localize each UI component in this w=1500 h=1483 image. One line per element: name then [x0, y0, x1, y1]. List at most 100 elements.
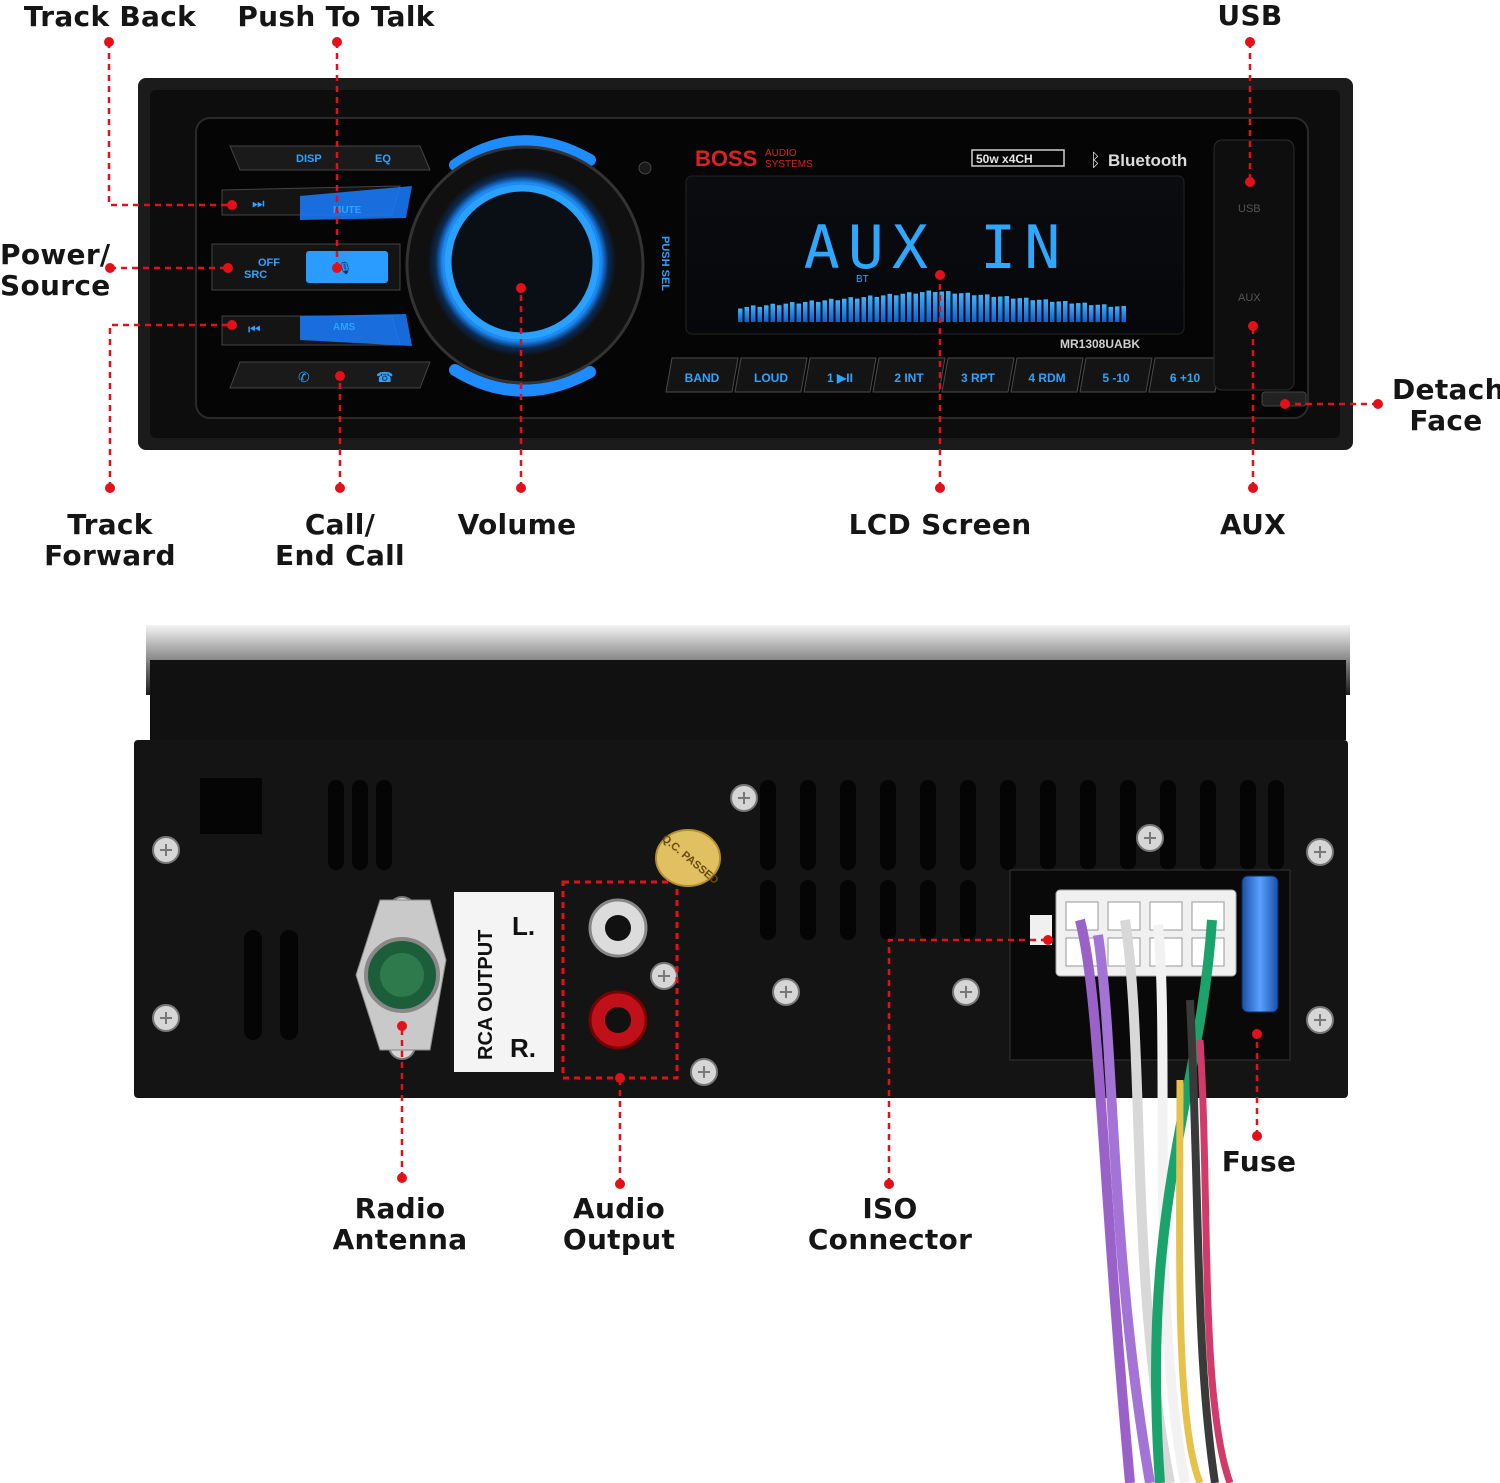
preset-button-label: LOUD [754, 371, 788, 385]
volume-knob[interactable] [405, 135, 652, 397]
eq-bar [933, 292, 938, 322]
lcd-equalizer [738, 290, 1126, 322]
eq-bar [1121, 305, 1126, 322]
vent-slot [1240, 780, 1256, 870]
eq-bar [985, 294, 990, 322]
label-volume: Volume [457, 508, 577, 541]
eq-bar [1024, 297, 1029, 322]
label-audio-output: Audio Output [562, 1192, 676, 1256]
screw-slot [1314, 1014, 1326, 1026]
label-aux: AUX [1219, 508, 1287, 541]
eq-bar [1030, 300, 1035, 322]
fuse[interactable] [1241, 875, 1279, 1013]
lcd-bt-indicator: BT [856, 274, 869, 285]
end-call-icon[interactable]: ☎ [376, 370, 393, 386]
eq-bar [770, 303, 775, 322]
label-call-end-call: Call/ End Call [275, 508, 405, 572]
brand-logo: BOSS [695, 146, 757, 171]
label-usb: USB [1217, 0, 1283, 32]
vent-slot [1040, 780, 1056, 870]
callout-dots [104, 37, 1383, 1189]
preset-button[interactable] [872, 357, 946, 393]
rca-jacks[interactable] [588, 898, 648, 1050]
push-to-talk-button[interactable] [306, 251, 388, 283]
vent-slot [280, 930, 298, 1040]
next-track-icon[interactable]: ⏭ [252, 196, 265, 212]
eq-bar [939, 291, 944, 322]
eq-bar [946, 291, 951, 322]
eq-bar [881, 295, 886, 322]
label-iso-connector: ISO Connector [807, 1192, 973, 1256]
aux-port-label: AUX [1238, 292, 1261, 304]
eq-bar [777, 305, 782, 322]
label-push-to-talk: Push To Talk [237, 0, 435, 33]
eq-bar [1076, 303, 1081, 322]
preset-button-label: 1 ▶II [827, 371, 853, 385]
screw-slot [698, 1066, 710, 1078]
eq-bar [809, 300, 814, 322]
preset-button[interactable] [1010, 357, 1084, 393]
vent-slot [1268, 780, 1284, 870]
vent-slot [880, 880, 896, 940]
previous-track-icon[interactable]: ⏮ [248, 322, 261, 338]
screw-slot [160, 1012, 172, 1024]
lcd-main-text: AUX IN [804, 213, 1069, 283]
eq-bar [822, 300, 827, 322]
eq-bar [959, 293, 964, 322]
left-button-cluster: 🎙 DISP EQ MUTE OFF SRC AMS ⏭ ⏮ ✆ ☎ [211, 145, 431, 389]
label-radio-antenna: Radio Antenna [332, 1192, 468, 1256]
eq-bar [816, 301, 821, 322]
vent-slot [244, 930, 262, 1040]
brand-sub-2: SYSTEMS [765, 159, 813, 170]
qc-sticker [655, 829, 721, 887]
right-channel-label: R. [510, 1033, 536, 1063]
wire-harness [1075, 918, 1234, 1483]
radio-antenna-socket[interactable] [355, 899, 447, 1051]
rca-output-label: RCA OUTPUT [475, 930, 497, 1060]
mute-label: MUTE [333, 205, 362, 216]
eq-bar [907, 292, 912, 322]
eq-bar [1089, 305, 1094, 322]
preset-button[interactable] [665, 357, 739, 393]
eq-label: EQ [375, 153, 391, 165]
eq-bar [790, 302, 795, 322]
eq-bar [1011, 298, 1016, 322]
vent-slot [960, 880, 976, 940]
eq-bar [887, 293, 892, 322]
vent-slot [1160, 780, 1176, 870]
eq-bar [1095, 304, 1100, 322]
vent-slot [880, 780, 896, 870]
eq-bar [796, 303, 801, 322]
preset-button-label: 6 +10 [1170, 371, 1201, 385]
preset-button[interactable] [1079, 357, 1153, 393]
eq-bar [920, 292, 925, 322]
label-lcd-screen: LCD Screen [848, 508, 1032, 541]
eq-bar [783, 303, 788, 322]
preset-button[interactable] [941, 357, 1015, 393]
vent-slot [352, 780, 368, 870]
eq-bar [1050, 301, 1055, 322]
microphone-icon: 🎙 [337, 261, 352, 275]
screw-slot [780, 986, 792, 998]
eq-bar [1017, 298, 1022, 322]
bluetooth-icon: ᛒ [1090, 150, 1101, 171]
eq-bar [757, 306, 762, 322]
call-icon[interactable]: ✆ [298, 370, 310, 386]
vent-slot [840, 780, 856, 870]
eq-bar [1043, 299, 1048, 322]
eq-bar [1108, 306, 1113, 322]
vent-slot [960, 780, 976, 870]
eq-bar [1069, 303, 1074, 322]
eq-bar [1056, 301, 1061, 322]
preset-button[interactable] [803, 357, 877, 393]
heat-vents [244, 780, 1284, 1040]
preset-button-label: BAND [685, 371, 720, 385]
vent-slot [328, 780, 344, 870]
preset-button[interactable] [734, 357, 808, 393]
eq-bar [738, 308, 743, 322]
bluetooth-label: Bluetooth [1108, 151, 1187, 170]
preset-button[interactable] [1148, 357, 1222, 393]
ams-label: AMS [333, 322, 356, 333]
off-label: OFF [258, 257, 280, 269]
src-label: SRC [244, 269, 267, 281]
